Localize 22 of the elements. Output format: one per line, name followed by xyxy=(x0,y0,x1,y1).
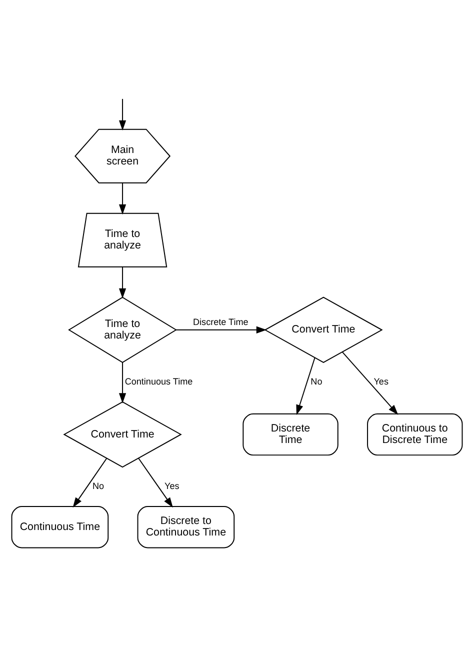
node-diamond: Convert Time xyxy=(264,296,383,363)
arrow xyxy=(296,357,316,416)
node-box: Discrete to Continuous Time xyxy=(137,506,235,548)
arrow xyxy=(176,326,267,334)
edge-label: Continuous Time xyxy=(124,376,193,386)
node-box: Continuous Time xyxy=(11,506,109,548)
edge-label: Yes xyxy=(374,376,388,386)
node-box: Continuous to Discrete Time xyxy=(367,413,463,456)
edge-label: Yes xyxy=(164,481,180,492)
node-box: Discrete Time xyxy=(242,413,338,456)
edge-label: Discrete Time xyxy=(193,316,248,327)
arrow xyxy=(118,266,126,299)
arrow xyxy=(118,182,126,215)
edge-label: No xyxy=(310,376,322,386)
node-diamond: Convert Time xyxy=(63,401,182,468)
edge-label: No xyxy=(92,481,104,492)
arrow xyxy=(342,352,398,415)
node-diamond: Time to analyze xyxy=(68,296,178,363)
arrow xyxy=(118,98,126,131)
arrow xyxy=(138,458,173,508)
arrow xyxy=(72,458,108,508)
arrow xyxy=(118,362,126,404)
